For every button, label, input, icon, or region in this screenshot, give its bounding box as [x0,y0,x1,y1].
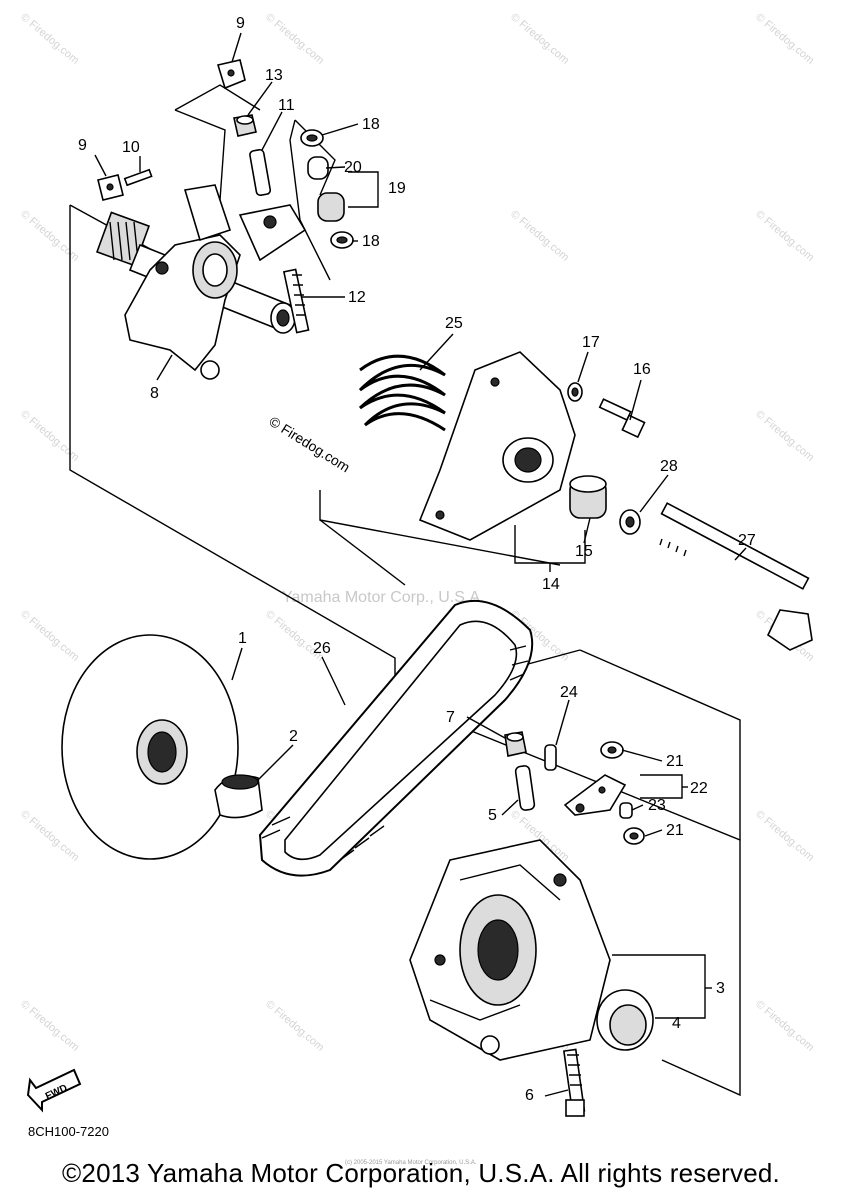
callout-20: 20 [344,159,362,176]
watermark-yamaha: Yamaha Motor Corp., U.S.A. [282,589,484,606]
watermark-firedog: © Firedog.com [18,808,81,864]
callout-24: 24 [560,684,578,701]
sheave-hardware [504,731,645,1117]
watermark-firedog: © Firedog.com [18,408,81,464]
secondary-sheave [409,839,611,1061]
callout-13: 13 [265,67,283,84]
fixed-sheave-assembly [95,184,307,380]
watermark-firedog: © Firedog.com [263,11,326,67]
callout-7: 7 [446,709,455,726]
small-copyright: (c) 2005-2015 Yamaha Motor Corporation, … [345,1160,477,1166]
callout-21: 21 [666,822,684,839]
watermark-firedog-center: © Firedog.com [266,413,353,475]
leader-lines [94,32,747,1097]
drive-belt [258,599,534,877]
watermark-firedog: © Firedog.com [753,11,816,67]
watermark-firedog: © Firedog.com [263,998,326,1054]
callout-19: 19 [388,180,406,197]
sliding-sheave [61,634,239,860]
callout-25: 25 [445,315,463,332]
watermark-firedog: © Firedog.com [18,208,81,264]
fwd-arrow-icon: FWD [26,1068,82,1113]
callout-16: 16 [633,361,651,378]
watermark-firedog: © Firedog.com [18,608,81,664]
watermark-firedog: © Firedog.com [18,11,81,67]
callout-10: 10 [122,139,140,156]
callout-1: 1 [238,630,247,647]
watermark-firedog: © Firedog.com [508,208,571,264]
part-code: 8CH100-7220 [28,1124,109,1139]
watermark-firedog: © Firedog.com [18,998,81,1054]
callout-17: 17 [582,334,600,351]
callout-22: 22 [690,780,708,797]
watermark-firedog: © Firedog.com [753,808,816,864]
callout-5: 5 [488,807,497,824]
callout-21: 21 [666,753,684,770]
cover-assembly [418,351,576,541]
watermark-firedog: © Firedog.com [753,408,816,464]
callout-28: 28 [660,458,678,475]
callout-26: 26 [313,640,331,657]
copyright-notice: ©2013 Yamaha Motor Corporation, U.S.A. A… [62,1158,780,1188]
sheave-bushing [596,989,654,1051]
callout-23: 23 [648,797,666,814]
weight-components [97,59,354,334]
callout-3: 3 [716,980,725,997]
bushing [214,774,263,819]
callout-12: 12 [348,289,366,306]
watermark-firedog: © Firedog.com [753,998,816,1054]
callouts: 9 13 11 18 9 10 20 19 18 12 8 25 17 16 2… [78,15,756,1104]
spring [358,354,446,432]
callout-15: 15 [575,543,593,560]
callout-4: 4 [672,1015,681,1032]
callout-11: 11 [278,97,295,114]
watermark-firedog: © Firedog.com [753,208,816,264]
callout-14: 14 [542,576,560,593]
callout-2: 2 [289,728,298,745]
watermark-firedog: © Firedog.com [508,11,571,67]
cover-hardware [567,382,813,651]
callout-9: 9 [78,137,87,154]
callout-6: 6 [525,1087,534,1104]
callout-18: 18 [362,233,380,250]
callout-27: 27 [738,532,756,549]
callout-18: 18 [362,116,380,133]
callout-9: 9 [236,15,245,32]
callout-8: 8 [150,385,159,402]
